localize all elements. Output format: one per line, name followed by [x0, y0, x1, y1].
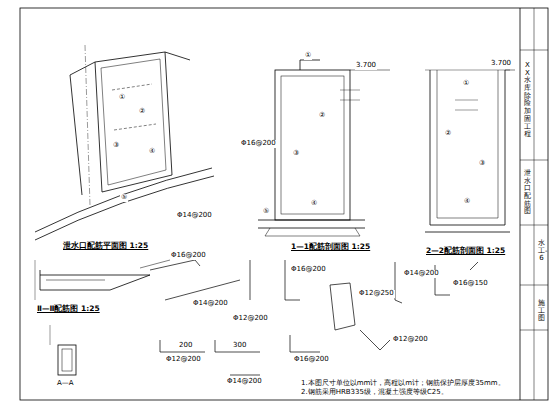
title-block-rows — [520, 50, 548, 330]
drawing-label: ④ — [148, 148, 156, 156]
view-title: 泄水口配筋平面图 1:25 — [62, 242, 149, 250]
drawing-label: Φ12@200 — [392, 336, 429, 344]
drawing-label: ③ — [292, 150, 300, 158]
drawing-label: 1.本图尺寸单位以mm计，高程以m计；钢筋保护层厚度35mm。 — [300, 380, 506, 388]
title-block-border — [520, 8, 521, 400]
title-block-text: 水工-6 — [537, 240, 546, 263]
drawing-label: ③ — [112, 142, 120, 150]
sheet-frame — [20, 8, 548, 400]
plan-view — [35, 45, 214, 240]
view-title: 2—2配筋剖面图 1:25 — [425, 247, 506, 255]
bar-shapes — [150, 260, 478, 375]
drawing-label: ② — [318, 112, 326, 120]
drawing-label: Φ14@200 — [226, 378, 263, 386]
drawing-label: Φ16@200 — [240, 140, 277, 148]
drawing-label: ② — [138, 108, 146, 116]
title-block-text: 泄水口配筋图 — [523, 170, 532, 216]
drawing-label: ⑤ — [262, 208, 270, 216]
drawing-label: ② — [444, 130, 452, 138]
title-block-text: XX水库除险加固工程 — [523, 62, 532, 139]
drawing-label: Φ16@150 — [452, 280, 489, 288]
section-1-1 — [258, 60, 390, 236]
drawing-label: Φ14@200 — [176, 212, 213, 220]
section-a-a — [50, 325, 76, 375]
drawing-label: Φ12@200 — [165, 356, 202, 364]
drawing-label: Φ12@200 — [232, 315, 269, 323]
drawing-label: ① — [304, 52, 312, 60]
title-block-text: 施工图 — [537, 300, 546, 323]
title-block-divider — [534, 8, 535, 400]
drawing-label: Φ16@200 — [293, 356, 330, 364]
drawing-label: 3.700 — [355, 62, 377, 70]
drawing-label: ③ — [478, 160, 486, 168]
drawing-label: Φ12@250 — [358, 290, 395, 298]
drawing-label: ⑤ — [120, 194, 128, 202]
drawing-label: Φ16@200 — [290, 266, 327, 274]
drawing-label: A—A — [56, 380, 75, 388]
view-title: 1—1配筋剖面图 1:25 — [290, 243, 371, 251]
drawing-label: 300 — [232, 342, 247, 350]
drawing-label: 2.钢筋采用HRB335级，混凝土强度等级C25。 — [300, 389, 449, 397]
drawing-label: Φ14@200 — [403, 270, 440, 278]
drawing-label: ① — [462, 80, 470, 88]
drawing-label: Φ16@200 — [170, 252, 207, 260]
view-title: Ⅱ—Ⅱ配筋图 1:25 — [36, 305, 101, 313]
drawing-label: ① — [118, 94, 126, 102]
drawing-label: 200 — [178, 342, 193, 350]
drawing-label: ④ — [463, 198, 471, 206]
drawing-label: Φ14@200 — [192, 300, 229, 308]
section-2-detail — [35, 260, 170, 300]
drawing-label: ④ — [310, 200, 318, 208]
section-2-2 — [425, 70, 515, 232]
drawing-label: 3.700 — [490, 60, 512, 68]
